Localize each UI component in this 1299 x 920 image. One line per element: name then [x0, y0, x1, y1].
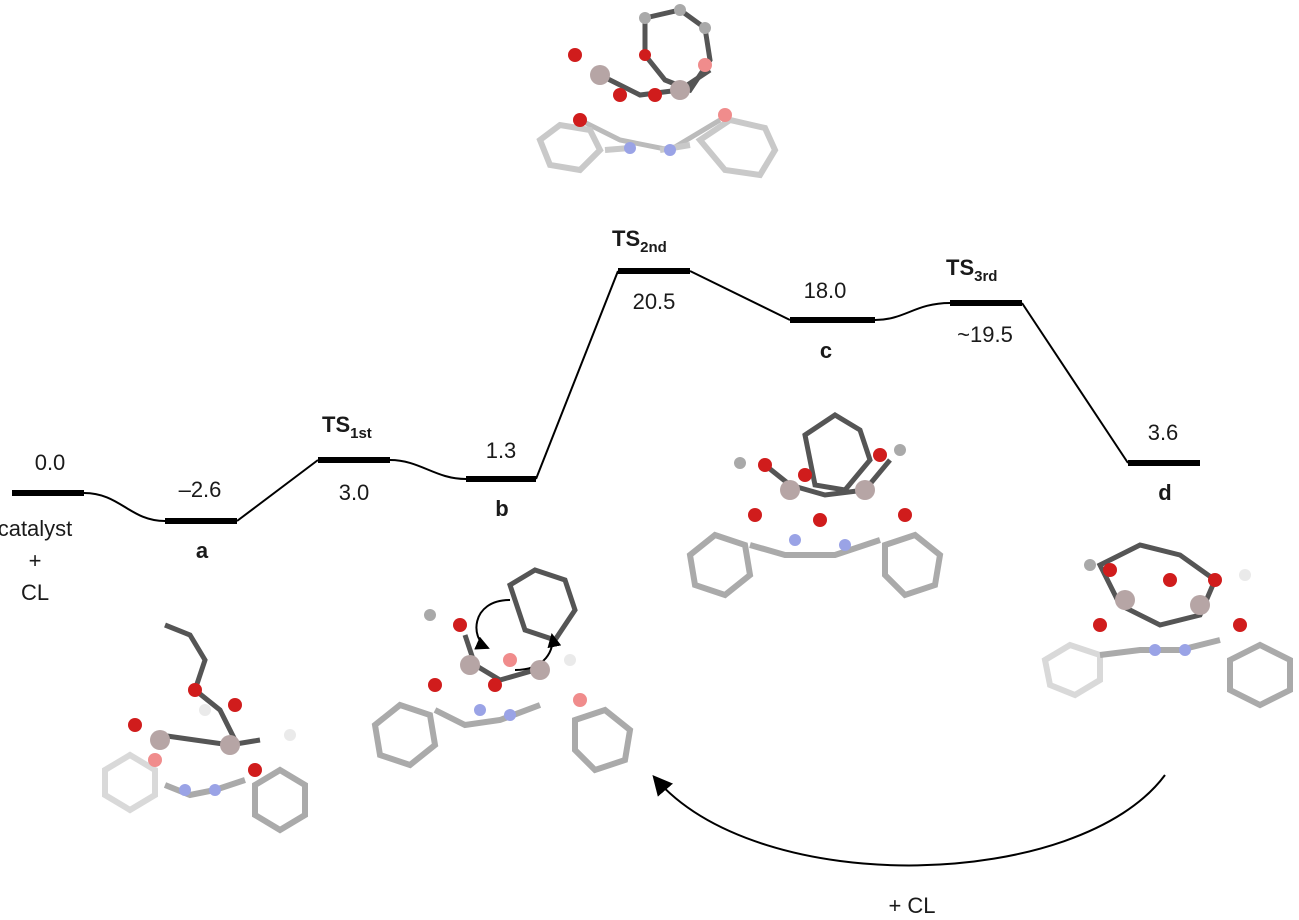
ts-label-3rd-sub: 3rd [974, 268, 997, 285]
intermediate-labels: catalyst + CL a b c d [0, 338, 1172, 605]
energy-labels: 0.0 –2.6 3.0 1.3 20.5 18.0 ~19.5 3.6 [35, 278, 1179, 505]
molecule-b [371, 567, 634, 774]
ts-label-1st: TS1st [322, 412, 372, 442]
ts-label-1st-sub: 1st [350, 425, 372, 442]
energy-label-ts3: ~19.5 [957, 322, 1013, 347]
molecule-a [102, 622, 308, 834]
molecule-c [686, 412, 944, 599]
ts-labels: TS1st TS2nd TS3rd [322, 226, 997, 442]
cycle-arrow: + CL [652, 774, 1166, 918]
molecule-c-atoms [734, 444, 912, 551]
energy-label-ts1: 3.0 [339, 480, 370, 505]
intermediate-label-c: c [820, 338, 832, 363]
molecule-d-atoms [1084, 559, 1251, 656]
intermediate-label-b: b [495, 496, 508, 521]
molecule-ts2 [536, 4, 779, 179]
cycle-arrow-label: + CL [888, 893, 935, 918]
energy-label-reactant: 0.0 [35, 450, 66, 475]
reactant-label-line3: CL [21, 580, 49, 605]
cycle-arrow-path [652, 774, 1166, 867]
molecule-a-atoms [128, 683, 296, 796]
energy-profile [12, 268, 1200, 524]
energy-label-b: 1.3 [486, 438, 517, 463]
molecule-ts2-atoms [568, 4, 732, 156]
molecule-d [1041, 542, 1293, 709]
ts-label-3rd-main: TS [946, 255, 974, 280]
energy-label-d: 3.6 [1148, 420, 1179, 445]
reactant-label-line1: catalyst [0, 516, 72, 541]
intermediate-label-a: a [196, 538, 209, 563]
energy-label-ts2: 20.5 [633, 289, 676, 314]
ts-label-2nd-main: TS [612, 226, 640, 251]
energy-label-c: 18.0 [804, 278, 847, 303]
reactant-label-line2: + [29, 548, 42, 573]
level-bars [12, 268, 1200, 524]
ts-label-2nd: TS2nd [612, 226, 667, 256]
ts-label-3rd: TS3rd [946, 255, 997, 285]
connectors [83, 270, 1129, 522]
molecule-b-atoms [424, 609, 587, 721]
intermediate-label-d: d [1158, 480, 1171, 505]
energy-label-a: –2.6 [179, 477, 222, 502]
ts-label-2nd-sub: 2nd [640, 239, 667, 256]
ts-label-1st-main: TS [322, 412, 350, 437]
